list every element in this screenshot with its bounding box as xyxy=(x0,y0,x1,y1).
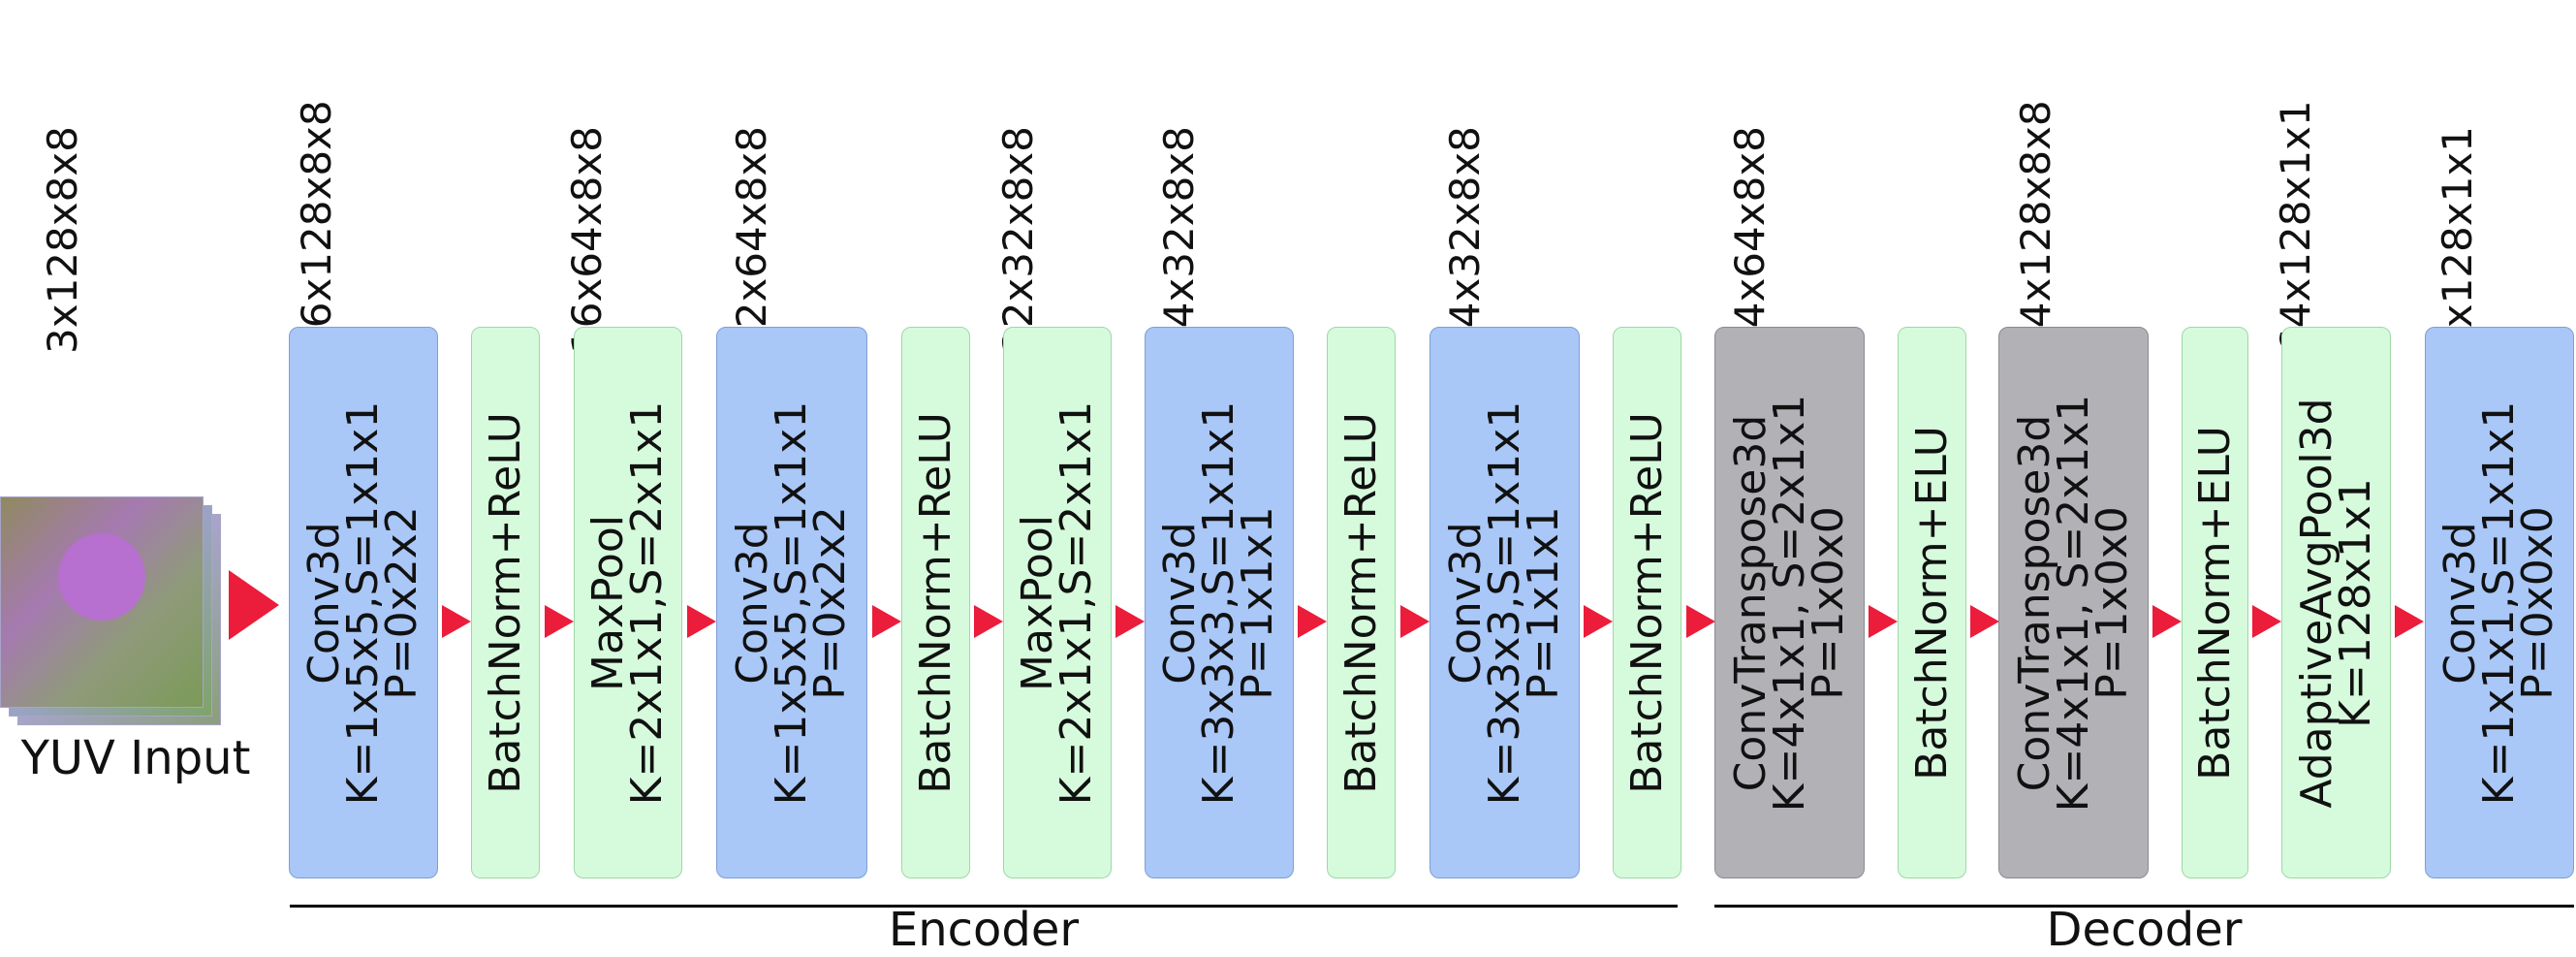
batchnorm-elu-block: BatchNorm+ELU xyxy=(1898,327,1966,878)
batchnorm-relu-block: BatchNorm+ReLU xyxy=(1613,327,1681,878)
arrow-icon xyxy=(2152,605,2182,638)
arrow-icon xyxy=(442,605,471,638)
batchnorm-relu-block: BatchNorm+ReLU xyxy=(901,327,970,878)
arrow-icon xyxy=(872,605,901,638)
arrow-icon xyxy=(1869,605,1898,638)
arrow-icon xyxy=(1400,605,1429,638)
input-label: YUV Input xyxy=(20,731,251,785)
encoder-line xyxy=(290,905,1678,908)
dim-label: 3x128x8x8 xyxy=(39,126,86,354)
arrow-icon xyxy=(545,605,574,638)
arrow-icon xyxy=(974,605,1003,638)
decoder-line xyxy=(1714,905,2574,908)
arrow-icon xyxy=(687,605,716,638)
arrow-icon xyxy=(2252,605,2281,638)
arrow-icon xyxy=(1115,605,1145,638)
arrow-icon xyxy=(1298,605,1327,638)
encoder-label: Encoder xyxy=(888,903,1080,957)
input-slice-front xyxy=(0,496,204,708)
arrow-icon xyxy=(1584,605,1613,638)
arrow-icon xyxy=(1686,605,1715,638)
arrow-icon xyxy=(1970,605,1999,638)
decoder-label: Decoder xyxy=(2046,903,2243,957)
arrow-icon xyxy=(229,570,279,640)
batchnorm-elu-block: BatchNorm+ELU xyxy=(2182,327,2248,878)
arrow-icon xyxy=(2395,605,2424,638)
batchnorm-relu-block: BatchNorm+ReLU xyxy=(471,327,540,878)
batchnorm-relu-block: BatchNorm+ReLU xyxy=(1327,327,1396,878)
